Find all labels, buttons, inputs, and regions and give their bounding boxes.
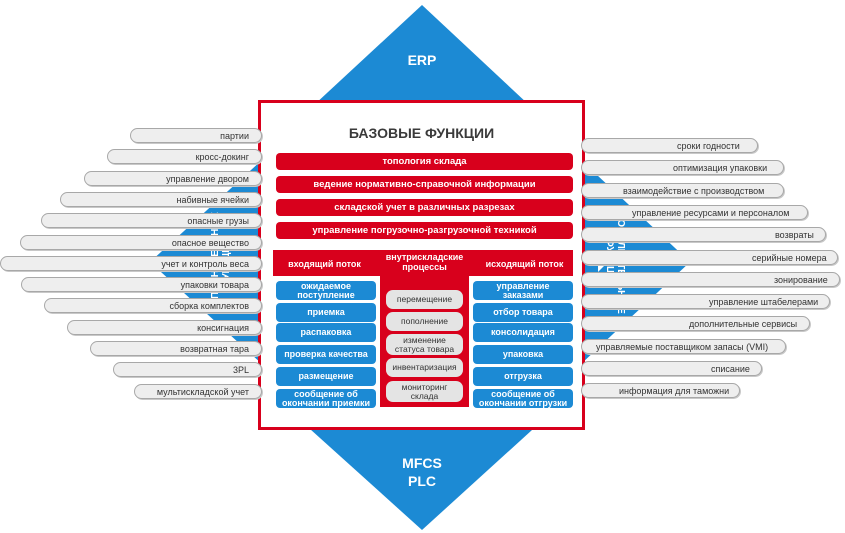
left-function-pill: возвратная тара [90,341,262,356]
incoming-step: проверка качества [276,345,376,364]
right-function-pill: управляемые поставщиком запасы (VMI) [581,338,786,354]
left-function-pill: консигнация [67,319,262,335]
left-function-pill: партии [130,128,262,143]
internal-header-line1: внутрискладские [385,252,464,262]
plc-label: PLC [408,473,436,489]
right-function-pill: управление ресурсами и персоналом [581,204,808,220]
left-function-pill: опасное вещество [20,234,262,250]
left-function-pill: набивные ячейки [60,191,262,207]
outgoing-flow-header: исходящий поток [485,259,564,269]
base-bar-topology: топология склада [276,153,573,170]
internal-process: пополнение [386,312,463,331]
incoming-step: приемка [276,303,376,322]
base-bar-accounting: складской учет в различных разрезах [276,199,573,216]
incoming-step: размещение [276,367,376,386]
mfcs-plc-label: MFCS PLC [382,454,462,490]
left-function-pill: опасные грузы [41,213,262,229]
internal-header-line2: процессы [402,262,447,272]
erp-label: ERP [407,52,437,68]
base-bar-equipment: управление погрузочно-разгрузочной техни… [276,222,573,239]
bottom-diamond [300,420,543,530]
incoming-step: распаковка [276,323,376,342]
top-diamond [300,5,543,118]
base-bar-master-data: ведение нормативно-справочной информации [276,176,573,193]
incoming-flow-header: входящий поток [288,259,361,269]
right-function-pill: взаимодействие с производством [581,182,784,198]
left-function-pill: мультискладской учет [134,383,262,399]
outgoing-step: упаковка [473,345,573,364]
left-function-pill: сборка комплектов [44,298,262,314]
right-function-pill: оптимизация упаковки [581,160,784,176]
left-function-pill: 3PL [113,362,262,378]
internal-process: инвентаризация [386,358,463,377]
right-function-pill: управление штабелерами [581,294,830,310]
left-function-pill: кросс-докинг [107,149,262,165]
right-function-pill: информация для таможни [581,383,740,399]
outgoing-step: отбор товара [473,303,573,322]
outgoing-step: консолидация [473,323,573,342]
internal-process: перемещение [386,290,463,309]
mfcs-label: MFCS [402,455,442,471]
right-function-pill: возвраты [581,227,826,243]
base-functions-title: БАЗОВЫЕ ФУНКЦИИ [348,125,495,141]
right-function-pill: дополнительные сервисы [581,316,810,332]
left-function-pill: упаковки товара [21,277,262,293]
right-function-pill: списание [581,361,762,376]
internal-processes-header: внутрискладские процессы [380,252,469,272]
right-function-pill: серийные номера [581,249,838,265]
outgoing-step: отгрузка [473,367,573,386]
right-function-pill: сроки годности [581,138,758,153]
internal-processes-column: внутрискладские процессы перемещение попо… [380,250,469,407]
left-function-pill: управление двором [84,170,262,186]
base-functions-box: БАЗОВЫЕ ФУНКЦИИ топология склада ведение… [258,100,585,430]
left-function-pill: учет и контроль веса [0,255,262,271]
right-function-pill: зонирование [581,271,840,287]
